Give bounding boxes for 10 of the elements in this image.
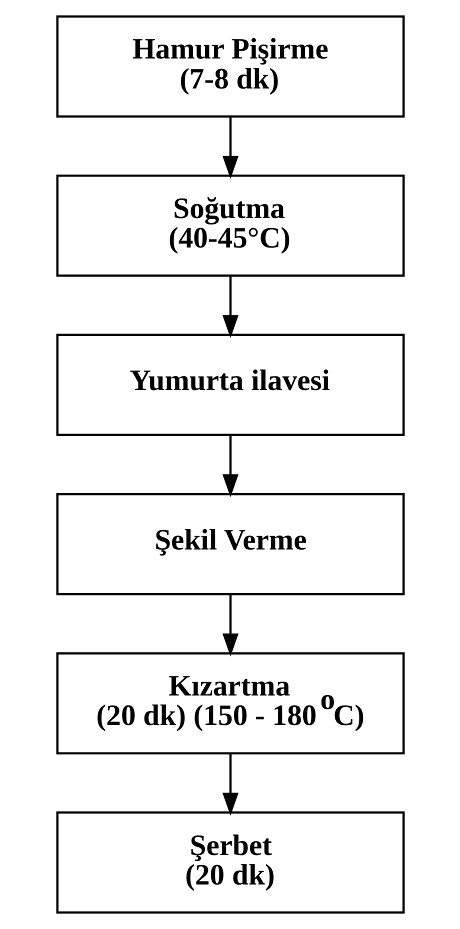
node-box: Yumurta ilavesi bbox=[56, 334, 404, 436]
node-box: Şekil Verme bbox=[56, 493, 404, 596]
arrow bbox=[222, 435, 238, 498]
arrow bbox=[222, 276, 238, 338]
node-box: Soğutma (40-45°C) bbox=[56, 174, 404, 277]
node-box: Hamur Pişirme (7-8 dk) bbox=[56, 15, 404, 118]
arrow bbox=[222, 116, 238, 179]
arrow bbox=[222, 754, 238, 816]
arrow bbox=[222, 594, 238, 656]
node-box: Şerbet (20 dk) bbox=[56, 811, 404, 914]
